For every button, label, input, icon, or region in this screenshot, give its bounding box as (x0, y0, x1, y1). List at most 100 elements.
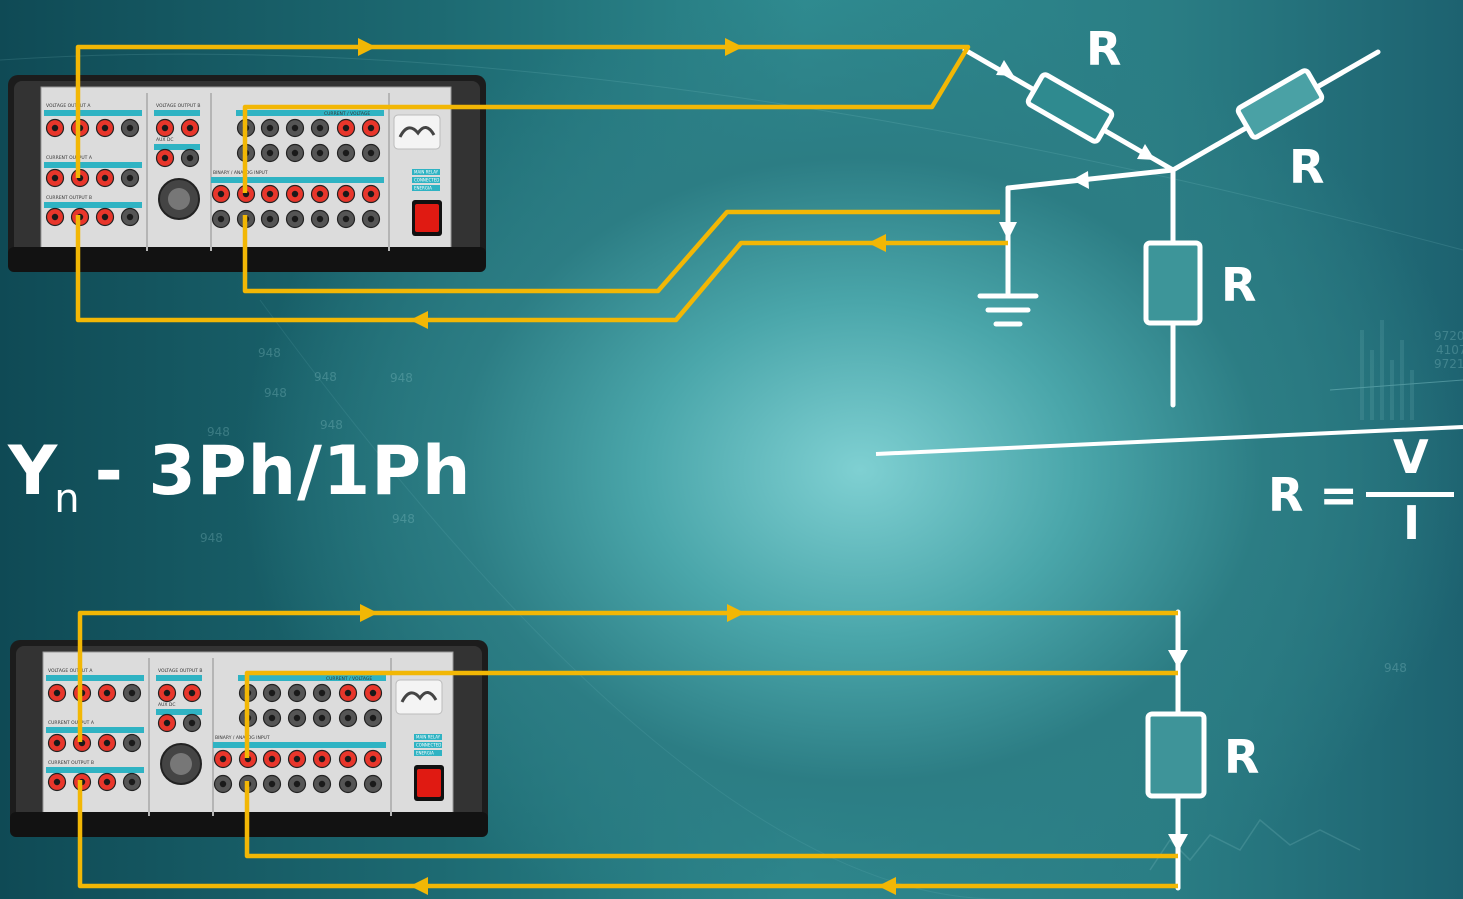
jack (287, 774, 307, 794)
bg-number: 948 (314, 370, 337, 384)
title-rest: - 3Ph/1Ph (94, 432, 472, 511)
indicator-label: ENERGIA (416, 751, 434, 756)
panel-label: CURRENT / VOLTAGE (324, 111, 370, 117)
divider-line (875, 425, 1463, 456)
panel-label: VOLTAGE OUTPUT A (46, 103, 91, 109)
bg-number: 948 (392, 512, 415, 526)
jack (310, 184, 330, 204)
jack (285, 143, 305, 163)
indicator-strip (412, 169, 440, 175)
resistor-label-star-right: R (1289, 140, 1325, 194)
formula-lhs: R = (1268, 468, 1358, 522)
jack (97, 772, 117, 792)
indicator-label: CONNECTED (416, 743, 441, 748)
logo-glyph (398, 126, 436, 138)
jack (361, 184, 381, 204)
jack (97, 683, 117, 703)
formula-numerator: V (1393, 430, 1429, 484)
jack (262, 708, 282, 728)
panel-label: VOLTAGE OUTPUT B (156, 103, 200, 109)
bg-number: 948 (200, 531, 223, 545)
panel-label: CURRENT OUTPUT B (48, 760, 94, 766)
wires-top (75, 44, 1008, 323)
wires-bottom (77, 610, 1178, 889)
jack (47, 683, 67, 703)
jack (213, 774, 233, 794)
panel-label: CURRENT OUTPUT B (46, 195, 92, 201)
jack (122, 683, 142, 703)
logo-glyph (400, 691, 438, 703)
jack (287, 708, 307, 728)
bg-number: 97216 (1434, 357, 1463, 371)
jack (312, 708, 332, 728)
jack (361, 209, 381, 229)
jack (338, 683, 358, 703)
jack (120, 118, 140, 138)
resistor-single (1145, 711, 1207, 799)
panel-label: CURRENT OUTPUT A (48, 720, 95, 726)
jack (287, 749, 307, 769)
power-switch[interactable] (415, 204, 439, 232)
resistor-star-bottom (1143, 240, 1203, 326)
wire-arrows-bottom (360, 604, 896, 895)
jack (260, 143, 280, 163)
jack (260, 184, 280, 204)
bg-number: 948 (390, 371, 413, 385)
jack (260, 209, 280, 229)
label-strip (46, 767, 144, 773)
jack (95, 168, 115, 188)
jack (45, 207, 65, 227)
jack (338, 774, 358, 794)
jack (157, 683, 177, 703)
jack (363, 708, 383, 728)
jack (45, 168, 65, 188)
jack (97, 733, 117, 753)
jack (336, 184, 356, 204)
jack (285, 118, 305, 138)
jack (310, 118, 330, 138)
bg-number: 948 (207, 425, 230, 439)
formula-denominator: I (1403, 496, 1421, 550)
current-arrows-bottom (1168, 650, 1188, 852)
wire-arrows-top (358, 38, 886, 329)
jack (310, 143, 330, 163)
label-strip (46, 675, 144, 681)
jack (120, 207, 140, 227)
jack (312, 774, 332, 794)
background-decoration (0, 53, 1463, 899)
resistor-label-star-bottom: R (1221, 258, 1257, 312)
jack (122, 733, 142, 753)
jack (310, 209, 330, 229)
bg-number: 948 (320, 418, 343, 432)
indicator-label: MAIN RELAY (416, 735, 441, 740)
background-numbers: 948 948 948 948 948 948 948 948 948 9720… (200, 329, 1463, 675)
power-switch[interactable] (417, 769, 441, 797)
panel-label: CURRENT OUTPUT A (46, 155, 93, 161)
indicator-strip (412, 185, 440, 191)
jack (155, 118, 175, 138)
jack (157, 713, 177, 733)
title-main: Y (8, 432, 59, 511)
jack (285, 209, 305, 229)
bg-number: 948 (258, 346, 281, 360)
jack (120, 168, 140, 188)
bg-number: 948 (1384, 661, 1407, 675)
resistor-label-single: R (1224, 730, 1260, 784)
panel-label: CURRENT / VOLTAGE (326, 676, 372, 682)
jack (155, 148, 175, 168)
indicator-strip (414, 734, 442, 740)
aux-connector-core (168, 188, 190, 210)
indicator-label: MAIN RELAY (414, 170, 439, 175)
label-strip (156, 709, 202, 715)
label-strip (44, 162, 142, 168)
current-arrows-top (996, 60, 1155, 240)
jack (312, 749, 332, 769)
jack (262, 683, 282, 703)
jack (361, 143, 381, 163)
panel-label: AUX DC (156, 137, 174, 143)
label-strip (156, 675, 202, 681)
jack (47, 772, 67, 792)
jack (363, 683, 383, 703)
label-strip (238, 675, 386, 681)
